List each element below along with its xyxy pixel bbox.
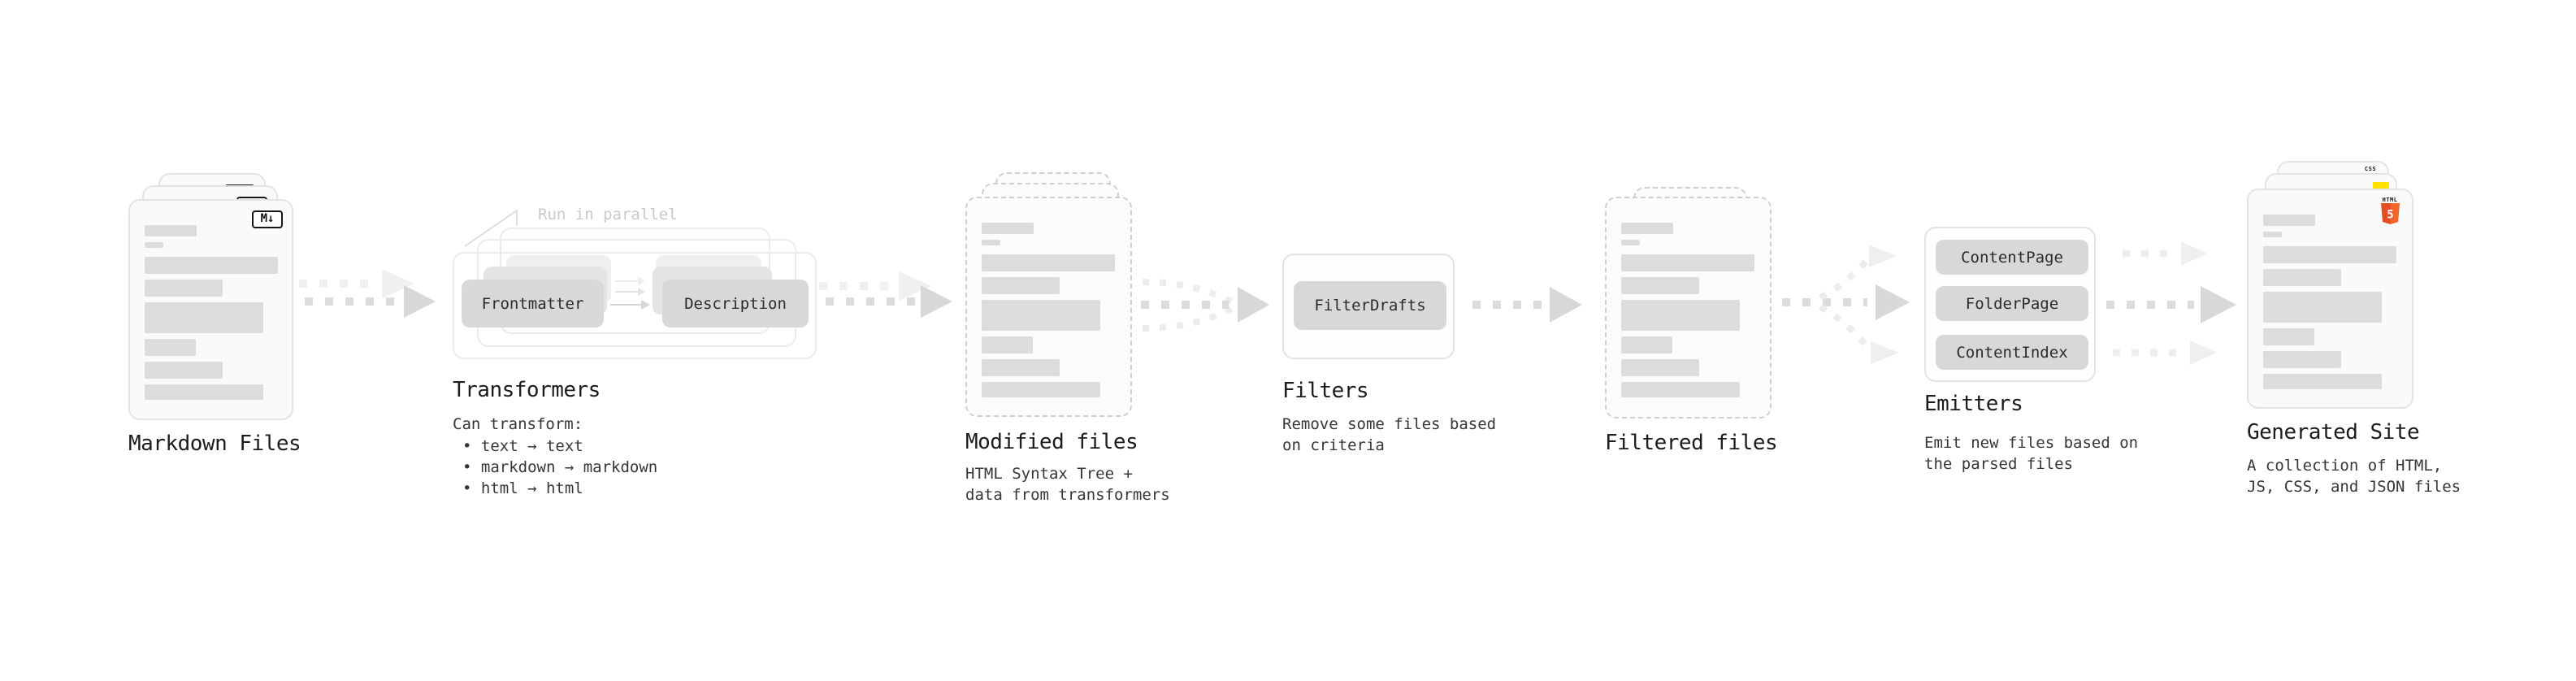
filter-drafts-pill: FilterDrafts: [1294, 281, 1446, 330]
stage-title-filtered-files: Filtered files: [1605, 431, 1778, 455]
stage-title-transformers: Transformers: [453, 378, 601, 402]
placeholder-bar: [982, 300, 1100, 331]
emitters-caption: Emit new files based on the parsed files: [1924, 434, 2139, 473]
stage-title-markdown-files: Markdown Files: [128, 432, 301, 456]
transform-bullet: • html → html: [462, 479, 583, 497]
placeholder-bar: [982, 382, 1100, 397]
html5-shield: 5: [2380, 203, 2400, 224]
arrow-modified-to-filters: [1141, 279, 1269, 332]
transformers-caption-heading: Can transform:: [453, 415, 583, 433]
modified-file-card-front: [965, 197, 1132, 417]
modified-files-caption: HTML Syntax Tree + data from transformer…: [965, 465, 1170, 504]
html5-icon: HTML 5: [2380, 197, 2400, 228]
generated-site-caption: A collection of HTML, JS, CSS, and JSON …: [2247, 457, 2461, 496]
markdown-file-card-front: M↓: [128, 199, 293, 420]
placeholder-bar: [982, 240, 1000, 245]
description-pill: Description: [662, 280, 809, 327]
placeholder-bar: [982, 254, 1115, 271]
placeholder-bar: [1621, 223, 1673, 234]
placeholder-bar: [145, 384, 263, 400]
arrow-filters-to-filtered: [1472, 287, 1582, 323]
content-index-pill: ContentIndex: [1936, 335, 2088, 370]
generated-file-card-front: HTML 5: [2247, 189, 2413, 409]
placeholder-bar: [145, 362, 223, 379]
placeholder-bar: [2263, 374, 2382, 389]
placeholder-bar: [145, 242, 163, 248]
stage-title-emitters: Emitters: [1924, 392, 2023, 416]
placeholder-bar: [145, 257, 278, 274]
placeholder-bar: [2263, 328, 2314, 345]
placeholder-bar: [1621, 359, 1699, 376]
run-in-parallel-annotation: Run in parallel: [538, 206, 678, 223]
placeholder-bar: [2263, 351, 2341, 368]
transform-bullet: • markdown → markdown: [462, 458, 658, 476]
placeholder-bar: [145, 302, 263, 333]
folder-page-pill: FolderPage: [1936, 286, 2088, 321]
placeholder-bar: [2263, 246, 2396, 263]
placeholder-bar: [145, 339, 196, 356]
placeholder-bar: [2263, 269, 2341, 286]
placeholder-bar: [145, 225, 197, 236]
stage-title-modified-files: Modified files: [965, 430, 1138, 454]
placeholder-bar: [982, 359, 1060, 376]
placeholder-bar: [2263, 232, 2282, 237]
filtered-file-card-front: [1605, 197, 1772, 419]
placeholder-bar: [145, 280, 223, 297]
placeholder-bar: [1621, 277, 1699, 294]
transformer-layer-front: [453, 252, 817, 359]
arrow-markdown-to-transformers: [299, 269, 436, 318]
arrow-transformers-to-modified: [819, 271, 952, 318]
placeholder-bar: [1621, 336, 1672, 354]
stage-title-generated-site: Generated Site: [2247, 420, 2420, 445]
frontmatter-pill: Frontmatter: [462, 280, 604, 327]
emitters-box: ContentPage FolderPage ContentIndex: [1924, 227, 2096, 382]
markdown-icon: M↓: [252, 210, 283, 228]
stage-title-filters: Filters: [1282, 379, 1369, 403]
annotation-leader-line: [464, 209, 518, 247]
filters-caption: Remove some files based on criteria: [1282, 415, 1497, 454]
placeholder-bar: [1621, 382, 1740, 397]
placeholder-bar: [2263, 292, 2382, 323]
placeholder-bar: [2263, 215, 2315, 226]
css-icon-label: CSS: [2364, 166, 2377, 172]
filters-box: FilterDrafts: [1282, 254, 1455, 359]
transform-bullet: • text → text: [462, 437, 583, 455]
placeholder-bar: [1621, 240, 1640, 245]
placeholder-bar: [982, 277, 1060, 294]
placeholder-bar: [982, 336, 1033, 354]
placeholder-bar: [1621, 254, 1754, 271]
content-page-pill: ContentPage: [1936, 240, 2088, 275]
parallel-transform-arrows: [610, 277, 650, 310]
placeholder-bar: [982, 223, 1034, 234]
placeholder-bar: [1621, 300, 1740, 331]
arrow-emitters-to-generated: [2106, 241, 2236, 365]
svg-text:5: 5: [2387, 209, 2393, 222]
html5-icon-label: HTML: [2382, 197, 2398, 203]
arrow-filtered-to-emitters: [1782, 245, 1910, 364]
